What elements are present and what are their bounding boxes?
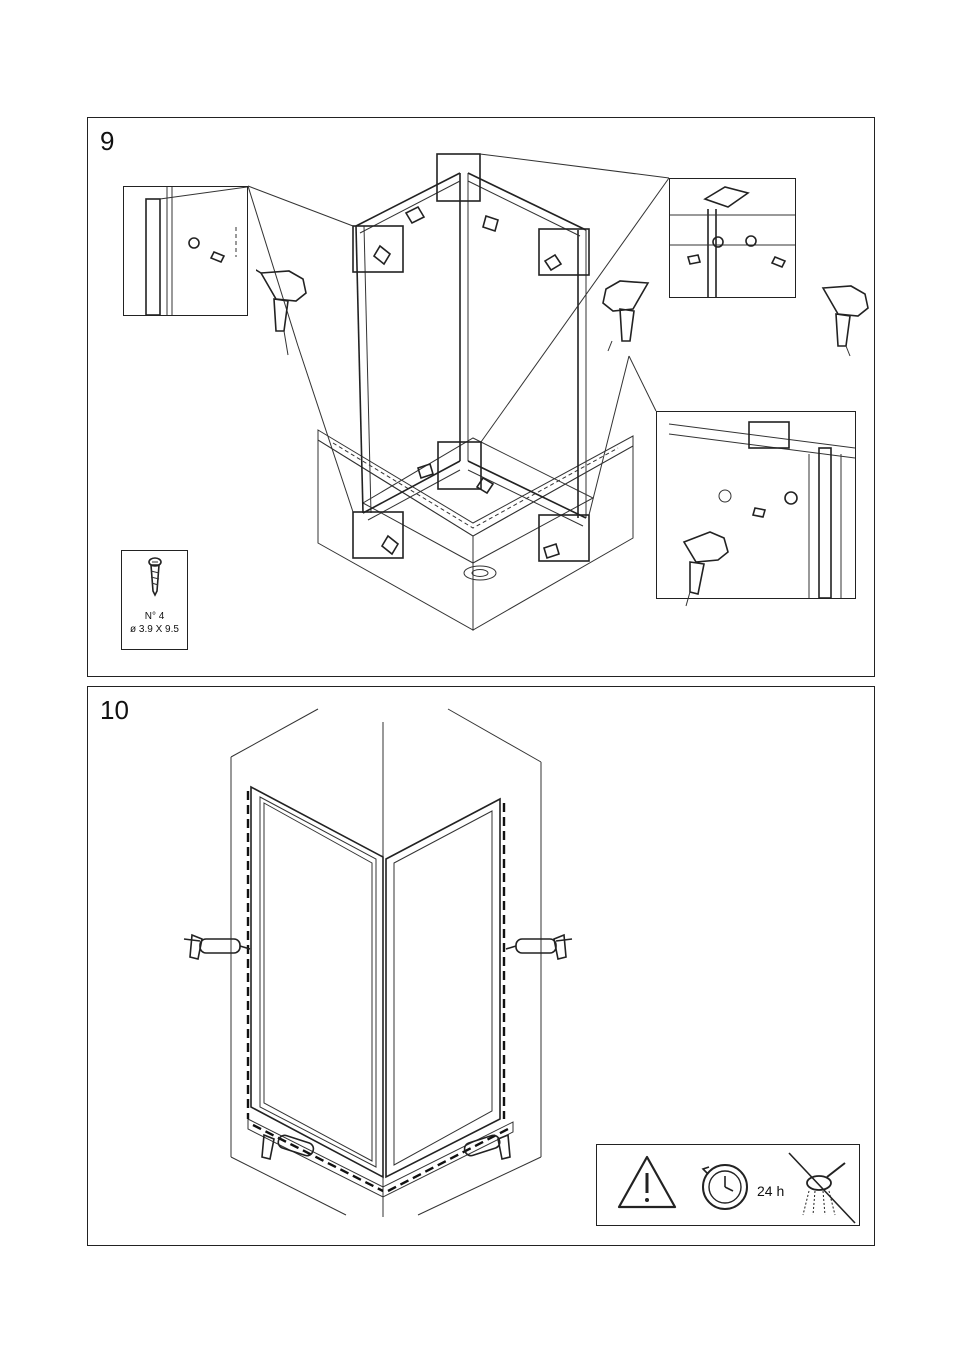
drill-icon bbox=[818, 278, 873, 358]
step-10-panel: 10 bbox=[87, 686, 875, 1246]
glass-panel-left bbox=[251, 787, 383, 1177]
caulk-gun-icon bbox=[184, 935, 250, 959]
glass-panel-right bbox=[386, 799, 500, 1177]
drill-icon bbox=[256, 263, 316, 358]
detail-callout-top-right bbox=[669, 178, 796, 298]
no-shower-icon bbox=[789, 1153, 855, 1223]
caulk-gun-icon bbox=[506, 935, 572, 959]
detail-callout-top-left bbox=[123, 186, 248, 316]
bracket-detail bbox=[124, 187, 247, 315]
curing-warning-box: 24 h bbox=[596, 1144, 860, 1226]
drill-icon bbox=[598, 273, 658, 353]
caulk-gun-icon bbox=[463, 1134, 510, 1159]
clock-timer-icon bbox=[703, 1165, 747, 1209]
step-9-panel: 9 bbox=[87, 117, 875, 677]
drill-icon bbox=[678, 528, 738, 608]
sealant-lines bbox=[248, 791, 508, 1191]
screw-size-label: ø 3.9 X 9.5 bbox=[122, 624, 187, 635]
warning-icons bbox=[597, 1145, 859, 1225]
screw-count-label: N° 4 bbox=[122, 611, 187, 622]
screw-spec-box: N° 4 ø 3.9 X 9.5 bbox=[121, 550, 188, 650]
corner-bracket-detail bbox=[670, 179, 795, 297]
warning-triangle-icon bbox=[619, 1157, 675, 1207]
cure-time-label: 24 h bbox=[757, 1183, 784, 1199]
screw-icon bbox=[122, 551, 187, 606]
